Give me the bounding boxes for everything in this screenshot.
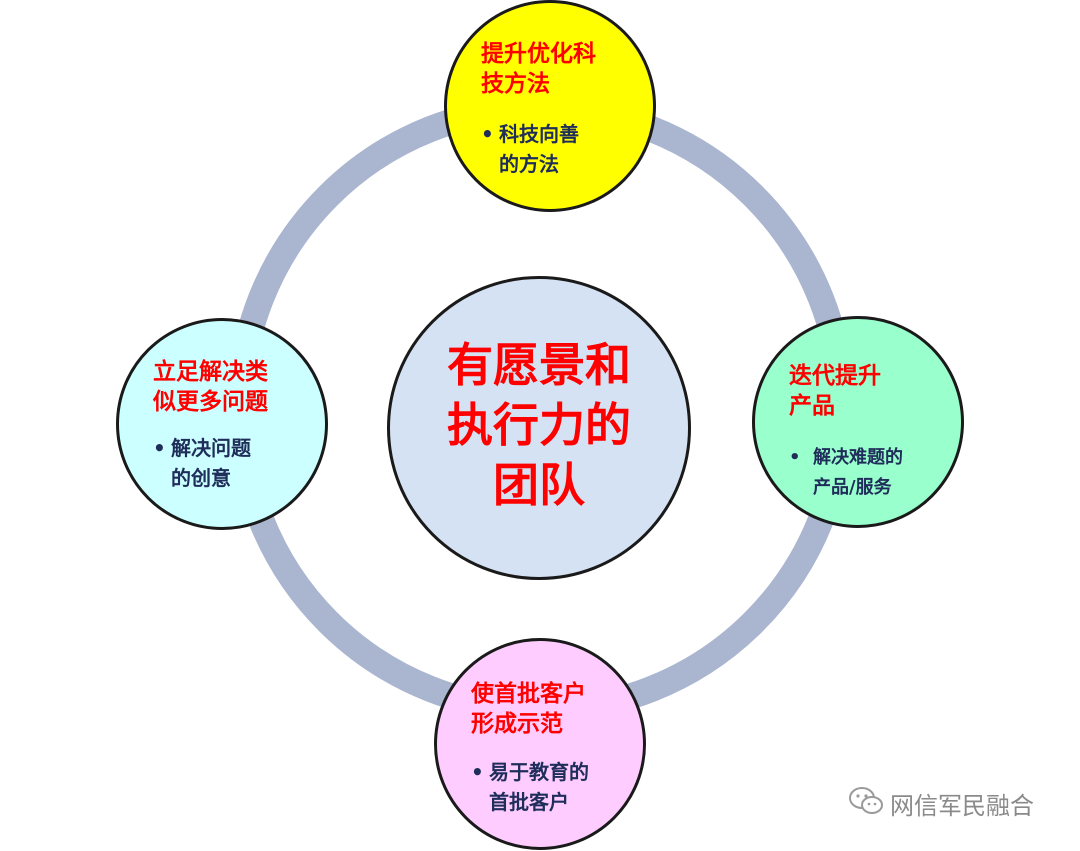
title-line: 技方法	[481, 71, 550, 97]
center-circle: 有愿景和 执行力的 团队	[387, 276, 691, 580]
title-line: 迭代提升	[789, 363, 881, 389]
bullet-line: 的方法	[499, 152, 559, 176]
bullet-line: 科技向善	[499, 122, 579, 146]
bullet-line: 解决难题的	[813, 447, 903, 468]
bullet-line: 易于教育的	[489, 760, 589, 784]
title-line: 形成示范	[471, 711, 563, 737]
node-right-circle: 迭代提升 产品 • 解决难题的 产品/服务	[752, 316, 964, 528]
node-top-title: 提升优化科 技方法	[481, 39, 596, 99]
node-bottom-circle: 使首批客户 形成示范 •易于教育的 首批客户	[434, 638, 646, 850]
wechat-icon	[848, 786, 884, 820]
bullet-line: 首批客户	[489, 790, 569, 814]
node-bottom-title: 使首批客户 形成示范	[471, 679, 586, 739]
watermark: 网信军民融合	[848, 786, 1034, 820]
node-top-bullet: •科技向善 的方法	[481, 119, 579, 179]
node-bottom-bullet: •易于教育的 首批客户	[471, 757, 589, 817]
title-line: 使首批客户	[471, 681, 586, 707]
title-line: 似更多问题	[153, 389, 268, 415]
bullet-line: 产品/服务	[813, 477, 892, 498]
center-line: 有愿景和	[447, 338, 631, 392]
center-line: 团队	[493, 458, 585, 512]
bullet-dot-icon: •	[471, 760, 484, 784]
center-line: 执行力的	[447, 398, 631, 452]
center-title: 有愿景和 执行力的 团队	[390, 335, 688, 515]
node-left-title: 立足解决类 似更多问题	[153, 357, 268, 417]
bullet-dot-icon: •	[153, 436, 166, 460]
title-line: 提升优化科	[481, 41, 596, 67]
bullet-dot-icon: •	[789, 447, 801, 468]
node-right-bullet: • 解决难题的 产品/服务	[789, 443, 903, 503]
bullet-line: 解决问题	[171, 436, 251, 460]
node-left-bullet: •解决问题 的创意	[153, 433, 251, 493]
node-right-title: 迭代提升 产品	[789, 361, 881, 421]
watermark-text: 网信军民融合	[890, 791, 1034, 820]
title-line: 立足解决类	[153, 359, 268, 385]
node-left-circle: 立足解决类 似更多问题 •解决问题 的创意	[116, 318, 328, 530]
node-top-circle: 提升优化科 技方法 •科技向善 的方法	[444, 0, 656, 212]
title-line: 产品	[789, 393, 835, 419]
bullet-line: 的创意	[171, 466, 231, 490]
bullet-dot-icon: •	[481, 122, 494, 146]
